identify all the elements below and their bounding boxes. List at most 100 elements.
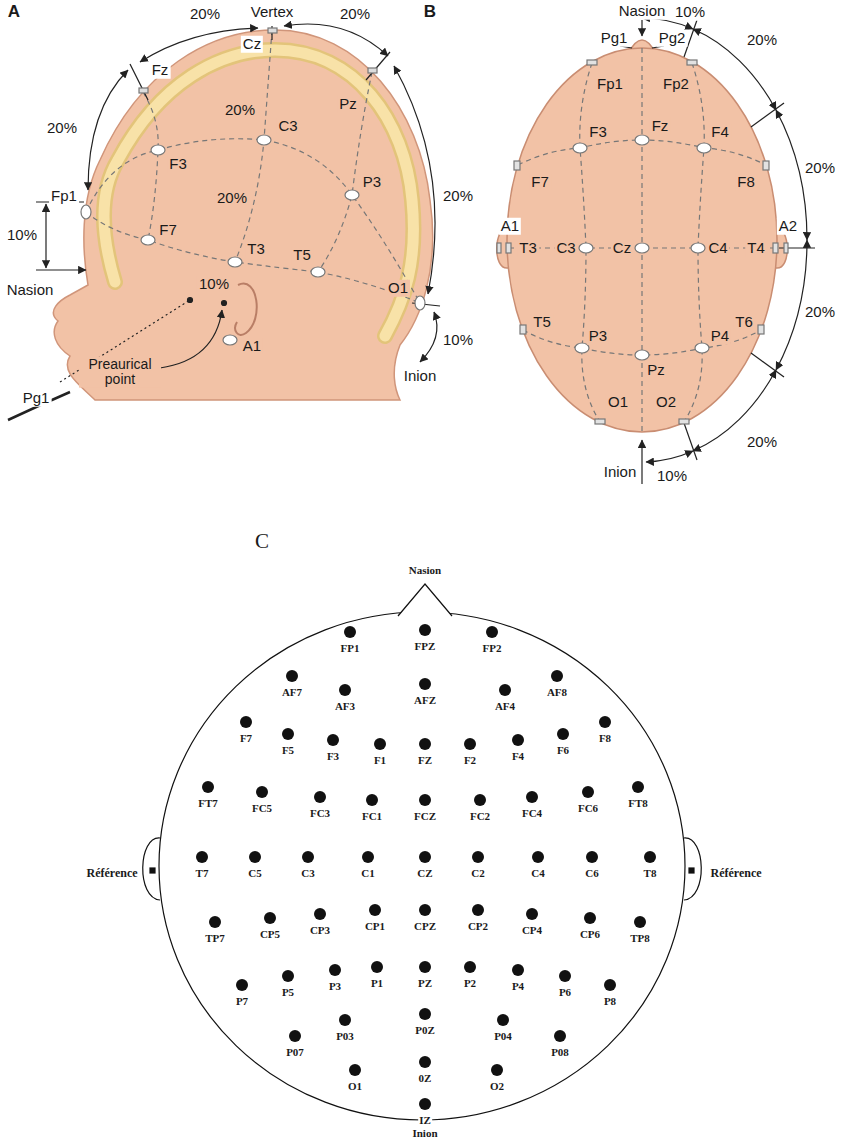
electrode-label: O1 bbox=[386, 280, 410, 297]
side-view-measures bbox=[222, 301, 227, 306]
electrode-dot bbox=[464, 961, 476, 973]
electrode-dot bbox=[419, 961, 431, 973]
measure-label: A1 bbox=[499, 218, 521, 235]
electrode-label: CP2 bbox=[467, 920, 489, 932]
electrode-label: P6 bbox=[558, 986, 572, 998]
side-view-electrodes bbox=[223, 335, 237, 345]
electrode-dot bbox=[344, 626, 356, 638]
top-view-measures bbox=[751, 103, 784, 127]
electrode-label: F2 bbox=[463, 754, 477, 766]
electrode-label: A1 bbox=[241, 338, 263, 355]
electrode-dot bbox=[644, 851, 656, 863]
electrode-label: AF4 bbox=[494, 700, 516, 712]
side-view-measures bbox=[160, 310, 222, 368]
side-view-head bbox=[104, 50, 413, 336]
top-view-electrodes bbox=[784, 243, 788, 253]
electrode-dot bbox=[419, 1008, 431, 1020]
electrode-dot bbox=[512, 734, 524, 746]
electrode-dot bbox=[369, 904, 381, 916]
top-view-measures bbox=[620, 18, 815, 484]
electrode-dot bbox=[374, 738, 386, 750]
top-view-electrodes bbox=[497, 60, 788, 424]
measure-label: Fp1 bbox=[49, 188, 79, 205]
electrode-label: IZ bbox=[418, 1114, 432, 1126]
electrode-label: P4 bbox=[709, 328, 731, 345]
electrode-label: 10% bbox=[197, 276, 231, 293]
top-view-grid bbox=[509, 48, 775, 432]
ten-ten-map bbox=[143, 838, 160, 900]
electrode-label: T4 bbox=[745, 240, 767, 257]
electrode-dot bbox=[289, 1030, 301, 1042]
electrode-label: P08 bbox=[550, 1046, 570, 1058]
panel-letter: B bbox=[422, 3, 438, 22]
electrode-label: F4 bbox=[709, 124, 731, 141]
measure-label: 20% bbox=[188, 6, 222, 23]
electrode-label: T3 bbox=[245, 241, 267, 258]
electrode-dot bbox=[314, 908, 326, 920]
electrode-label: O1 bbox=[347, 1080, 363, 1092]
side-view-electrodes bbox=[228, 257, 242, 267]
electrode-label: C2 bbox=[470, 867, 485, 879]
panel-letter: A bbox=[6, 3, 22, 22]
electrode-label: C3 bbox=[276, 118, 299, 135]
top-view-measures bbox=[652, 46, 664, 48]
electrode-label: FC2 bbox=[469, 810, 491, 822]
electrode-label: O1 bbox=[606, 394, 630, 411]
electrode-label: FP1 bbox=[340, 642, 361, 654]
electrode-dot bbox=[604, 979, 616, 991]
electrode-label: FC4 bbox=[521, 807, 543, 819]
electrode-dot bbox=[339, 1014, 351, 1026]
top-view-electrodes bbox=[635, 350, 649, 360]
electrode-label: O2 bbox=[489, 1080, 505, 1092]
ten-ten-map bbox=[150, 868, 155, 873]
top-view-electrodes bbox=[497, 60, 788, 424]
electrode-label: C4 bbox=[530, 867, 545, 879]
top-view-grid bbox=[641, 48, 642, 432]
electrode-label: CP3 bbox=[309, 924, 331, 936]
side-view-measures bbox=[284, 24, 388, 56]
electrode-label: 20% bbox=[215, 190, 249, 207]
side-view-electrodes bbox=[151, 145, 165, 155]
measure-label: 20% bbox=[745, 32, 779, 49]
side-view-head bbox=[53, 30, 432, 400]
electrode-dot bbox=[419, 678, 431, 690]
top-view-grid bbox=[684, 63, 704, 422]
electrode-label: Fp1 bbox=[595, 76, 625, 93]
electrode-dot bbox=[302, 851, 314, 863]
landmark-label: Inion bbox=[411, 1127, 438, 1139]
electrode-dot bbox=[286, 670, 298, 682]
measure-label: 20% bbox=[338, 6, 372, 23]
electrode-dot bbox=[554, 1030, 566, 1042]
electrode-label: C3 bbox=[554, 240, 577, 257]
electrode-label: FPZ bbox=[414, 640, 437, 652]
measure-label: Nasion bbox=[617, 3, 668, 20]
electrode-dot bbox=[202, 781, 214, 793]
electrode-label: P3 bbox=[361, 174, 383, 191]
top-view-measures bbox=[641, 440, 642, 484]
electrode-label: CP4 bbox=[521, 924, 543, 936]
electrode-label: P1 bbox=[370, 977, 384, 989]
electrode-label: FT8 bbox=[627, 797, 649, 809]
electrode-dot bbox=[632, 781, 644, 793]
electrode-dot bbox=[472, 904, 484, 916]
ten-ten-map bbox=[143, 584, 702, 1120]
electrode-dot bbox=[512, 964, 524, 976]
top-view-electrodes bbox=[695, 343, 709, 353]
electrode-dot bbox=[584, 912, 596, 924]
electrode-label: T7 bbox=[195, 867, 210, 879]
electrode-label: AF7 bbox=[281, 686, 303, 698]
electrode-dot bbox=[339, 684, 351, 696]
electrode-label: P8 bbox=[603, 995, 617, 1007]
electrode-label: TP7 bbox=[204, 932, 226, 944]
electrode-dot bbox=[419, 624, 431, 636]
side-view-grid bbox=[86, 212, 420, 303]
top-view-electrodes bbox=[520, 325, 526, 334]
electrode-label: P3 bbox=[328, 980, 342, 992]
electrode-label: FP2 bbox=[482, 642, 503, 654]
electrode-label: F7 bbox=[529, 174, 551, 191]
measure-label: Fz bbox=[150, 62, 171, 79]
top-view-electrodes bbox=[587, 60, 597, 65]
measure-label: Inion bbox=[602, 464, 639, 481]
electrode-dot bbox=[419, 794, 431, 806]
top-view-electrodes bbox=[763, 161, 769, 170]
